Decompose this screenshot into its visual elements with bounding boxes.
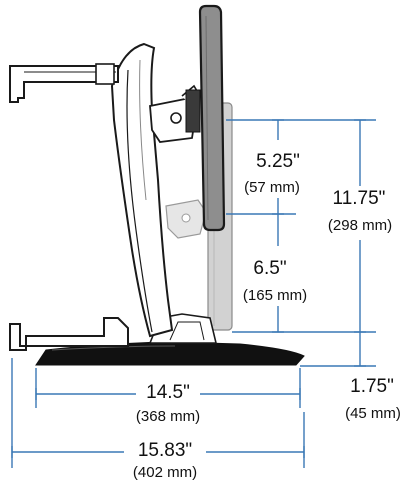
slide-mechanism — [165, 199, 207, 239]
monitor-panel — [198, 4, 226, 232]
stand-illustration — [9, 4, 305, 366]
dimension-lines — [11, 119, 376, 468]
base-height-metric: (45 mm) — [345, 405, 400, 422]
overall-depth-metric: (402 mm) — [133, 464, 197, 481]
top-bracket — [9, 65, 119, 103]
base-depth-metric: (368 mm) — [136, 408, 200, 425]
dimension-labels: 5.25" (57 mm) 11.75" (298 mm) 6.5" (165 … — [133, 151, 400, 481]
upper-height-value: 5.25" — [256, 151, 300, 172]
total-height-metric: (298 mm) — [328, 217, 392, 234]
upright-arm — [110, 42, 174, 338]
lower-height-metric: (165 mm) — [243, 287, 307, 304]
base-height-value: 1.75" — [350, 376, 394, 397]
total-height-value: 11.75" — [333, 188, 386, 209]
tilt-hinge — [149, 84, 201, 143]
lower-height-value: 6.5" — [253, 258, 286, 279]
base-depth-value: 14.5" — [146, 382, 190, 403]
overall-depth-value: 15.83" — [138, 440, 192, 461]
bottom-bracket — [9, 317, 129, 351]
upper-height-metric: (57 mm) — [244, 179, 300, 196]
